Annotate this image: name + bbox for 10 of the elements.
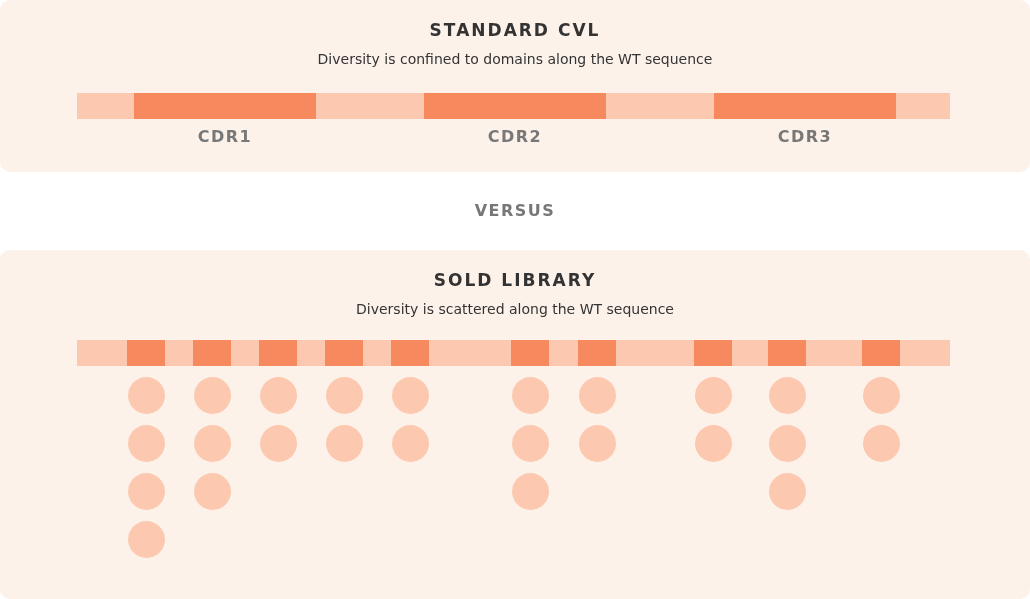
panel-title: SOLD LIBRARY <box>432 270 598 290</box>
versus-label: VERSUS <box>473 201 557 220</box>
cdr-label: CDR1 <box>196 127 254 146</box>
panel-background <box>0 0 1030 172</box>
panel-subtitle: Diversity is confined to domains along the WT sequence <box>316 51 714 67</box>
cdr-label: CDR3 <box>776 127 834 146</box>
cdr-label: CDR2 <box>486 127 544 146</box>
panel-title: STANDARD CVL <box>428 20 602 40</box>
panel-subtitle: Diversity is scattered along the WT sequence <box>355 301 675 317</box>
panel-background <box>0 250 1030 599</box>
